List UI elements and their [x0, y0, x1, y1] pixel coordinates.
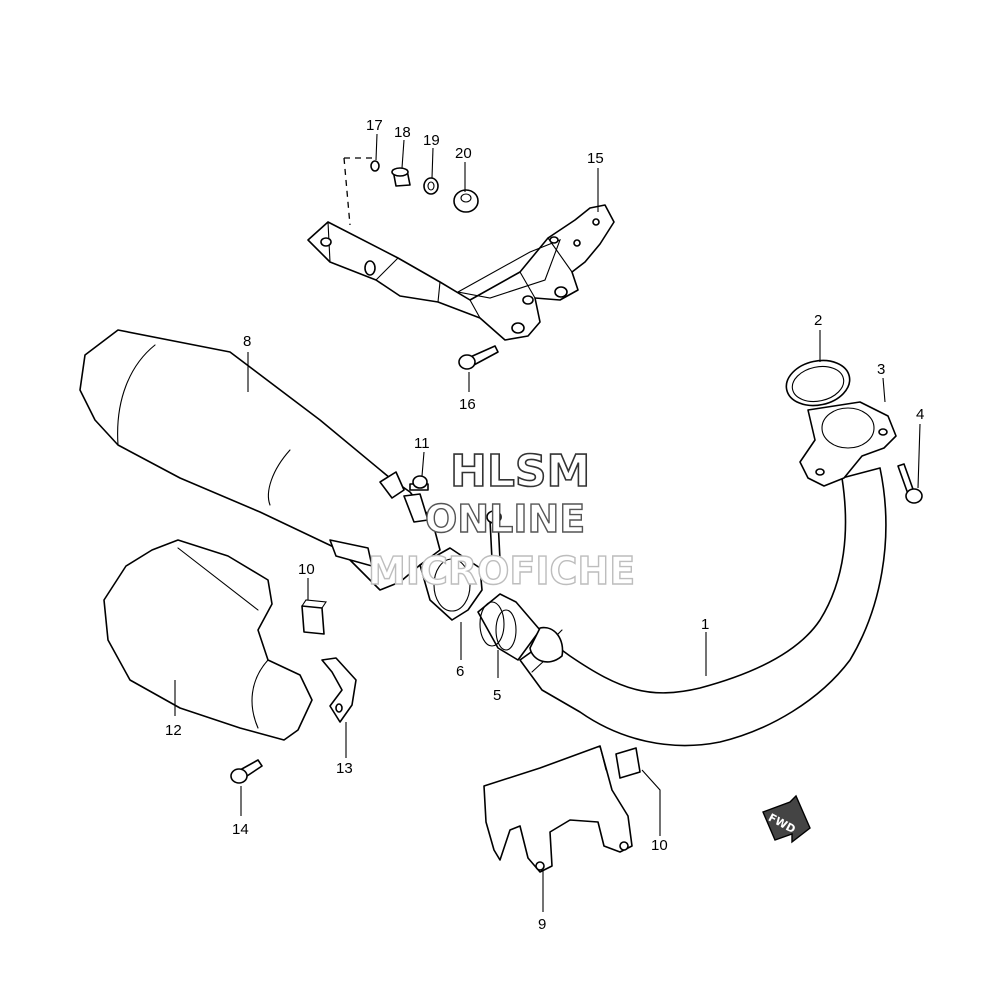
part-18-spacer: [391, 167, 411, 187]
part-11-bolt: [409, 475, 429, 491]
part-14-bolt: [230, 759, 263, 784]
callout-14: 14: [232, 821, 249, 838]
watermark-line-1: HLSM: [450, 446, 590, 497]
watermark-line-2: ONLINE: [425, 497, 585, 541]
part-13-bracket: [321, 657, 357, 723]
part-15-bracket: [307, 204, 615, 341]
part-10-pad-b: [615, 747, 641, 779]
callout-10a: 10: [298, 561, 315, 578]
part-10-pad-a: [301, 599, 327, 635]
attach-line-17: [343, 157, 372, 226]
callout-13: 13: [336, 760, 353, 777]
part-4-bolt: [897, 463, 923, 504]
callout-4: 4: [916, 406, 924, 423]
leader-lines: [174, 133, 921, 912]
watermark-line-3: MICROFICHE: [368, 549, 635, 593]
callout-18: 18: [394, 124, 411, 141]
part-6-clamp: [419, 547, 483, 621]
callout-19: 19: [423, 132, 440, 149]
callout-16: 16: [459, 396, 476, 413]
callout-8: 8: [243, 333, 251, 350]
part-9-heat-shield: [483, 745, 633, 873]
callout-7: 7: [530, 513, 538, 530]
part-7-bolt: [486, 510, 502, 561]
part-3-flange: [799, 401, 897, 487]
part-1-exhaust-pipe: [519, 467, 887, 747]
callout-15: 15: [587, 150, 604, 167]
callout-17: 17: [366, 117, 383, 134]
callout-2: 2: [814, 312, 822, 329]
callout-20: 20: [455, 145, 472, 162]
part-20-grommet: [453, 189, 479, 213]
callout-1: 1: [701, 616, 709, 633]
watermark: HLSM ONLINE MICROFICHE: [367, 445, 636, 594]
callout-6: 6: [456, 663, 464, 680]
part-12-heat-shield: [103, 539, 313, 741]
callout-5: 5: [493, 687, 501, 704]
callout-10b: 10: [651, 837, 668, 854]
part-17-collar: [370, 160, 380, 172]
callout-numbers: 1 2 3 4 5 6 7 8 9 10 10 11 12 13 14 15 1…: [165, 117, 924, 933]
callout-9: 9: [538, 916, 546, 933]
fwd-arrow-icon: FWD: [762, 794, 811, 844]
part-8-muffler: [79, 329, 441, 591]
part-16-bolt: [458, 345, 499, 370]
callout-12: 12: [165, 722, 182, 739]
callout-11: 11: [414, 435, 430, 452]
part-2-gasket: [785, 359, 851, 407]
part-19-washer: [423, 177, 439, 195]
callout-3: 3: [877, 361, 885, 378]
